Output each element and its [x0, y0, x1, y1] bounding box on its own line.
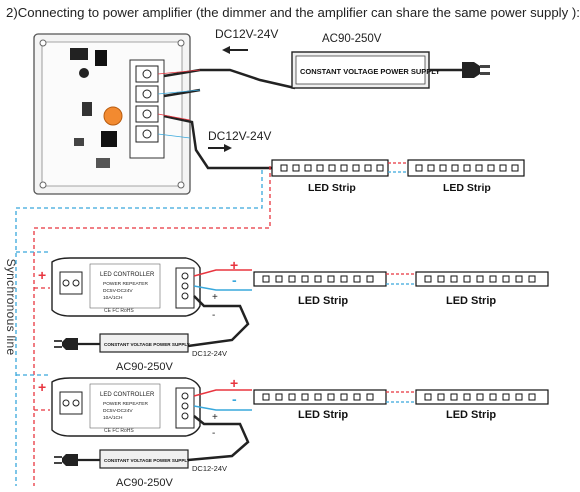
arrow-right-icon — [208, 144, 232, 152]
led-strip-label: LED Strip — [298, 409, 348, 421]
dc-voltage-label: DC12-24V — [192, 349, 227, 358]
power-supply: CONSTANT VOLTAGE POWER SUPPLY — [99, 333, 190, 353]
dc-voltage-label: DC12-24V — [192, 464, 227, 473]
amplifier-unit: + LED CONTROLLER POWER REPEATER DC5V-DC2… — [38, 257, 201, 317]
screw-icon — [39, 181, 47, 189]
power-supply: CONSTANT VOLTAGE POWER SUPPLY — [291, 51, 440, 89]
wiring-diagram: DC12V-24V AC90-250V CONSTANT VOLTAGE POW… — [15, 27, 549, 489]
led-strip — [253, 389, 387, 405]
plug-icon — [462, 62, 490, 78]
plus-sign: + — [212, 412, 218, 423]
ac-voltage-label: AC90-250V — [116, 477, 174, 489]
cert-marks: CE FC RoHS — [104, 308, 134, 314]
power-supply: CONSTANT VOLTAGE POWER SUPPLY — [99, 449, 190, 469]
plus-sign: + — [230, 257, 238, 273]
led-strip-label: LED Strip — [308, 182, 356, 194]
ac-voltage-label: AC90-250V — [116, 361, 174, 373]
psu-label-top: CONSTANT VOLTAGE POWER SUPPLY — [300, 67, 440, 76]
led-strip — [415, 389, 549, 405]
controller-title: LED CONTROLLER — [100, 272, 155, 278]
plus-sign: + — [212, 292, 218, 303]
led-strip — [253, 271, 387, 287]
amplifier-unit: + LED CONTROLLER POWER REPEATER DC5V-DC2… — [38, 377, 201, 437]
plus-sign: + — [38, 379, 46, 395]
controller-line: DC5V-DC24V — [103, 288, 133, 294]
controller-line: 10A/1CH — [103, 415, 123, 421]
controller-line: POWER REPEATER — [103, 281, 148, 287]
ac-voltage-label-top: AC90-250V — [322, 33, 382, 45]
led-strip — [415, 271, 549, 287]
arrow-left-icon — [222, 46, 248, 54]
minus-sign: - — [212, 428, 215, 439]
screw-icon — [177, 181, 185, 189]
diagram-title: 2)Connecting to power amplifier (the dim… — [6, 5, 580, 20]
knob-icon — [103, 106, 123, 126]
screw-icon — [177, 39, 185, 47]
controller-line: 10A/1CH — [103, 295, 123, 301]
led-strip-label: LED Strip — [446, 409, 496, 421]
led-strip — [271, 159, 389, 177]
minus-sign: - — [232, 272, 237, 288]
led-strip-label: LED Strip — [443, 182, 491, 194]
screw-icon — [39, 39, 47, 47]
controller-line: POWER REPEATER — [103, 401, 148, 407]
minus-sign: - — [232, 391, 237, 407]
plus-sign: + — [38, 267, 46, 283]
plug-icon — [54, 338, 78, 350]
led-strip-label: LED Strip — [298, 295, 348, 307]
plug-icon — [54, 454, 78, 466]
plus-sign: + — [230, 375, 238, 391]
psu-label: CONSTANT VOLTAGE POWER SUPPLY — [104, 342, 190, 347]
cert-marks: CE FC RoHS — [104, 428, 134, 434]
dimmer-panel — [33, 33, 191, 195]
led-strip-label: LED Strip — [446, 295, 496, 307]
psu-label: CONSTANT VOLTAGE POWER SUPPLY — [104, 458, 190, 463]
dc-voltage-label-top: DC12V-24V — [215, 27, 278, 41]
minus-sign: - — [212, 310, 215, 321]
terminal-block — [129, 59, 165, 159]
led-strip — [407, 159, 525, 177]
dc-voltage-label-top-2: DC12V-24V — [208, 129, 271, 143]
controller-line: DC5V-DC24V — [103, 408, 133, 414]
controller-title: LED CONTROLLER — [100, 392, 155, 398]
